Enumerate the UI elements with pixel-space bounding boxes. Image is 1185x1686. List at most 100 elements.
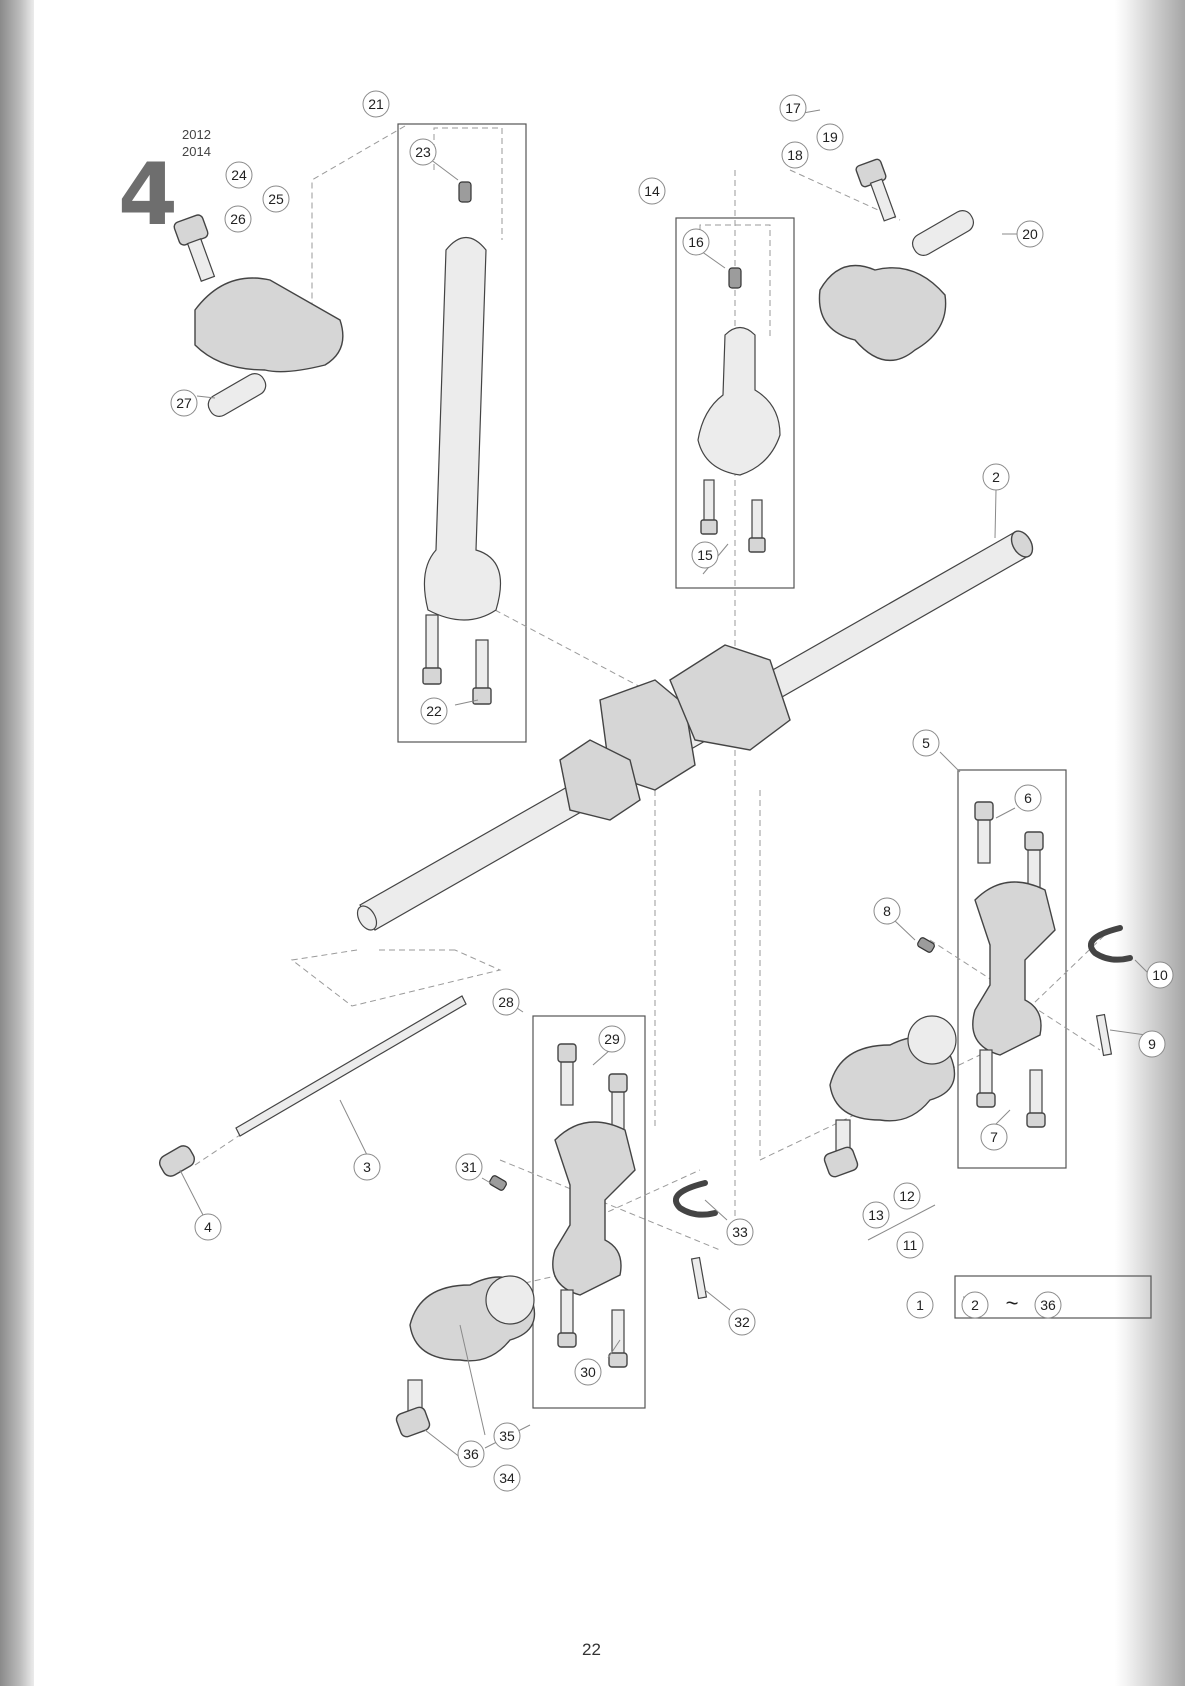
- coupling-body: [973, 882, 1055, 1055]
- callout-36: 36: [458, 1441, 484, 1467]
- bolt: [704, 480, 714, 522]
- bolt: [188, 239, 215, 281]
- bolt: [612, 1310, 624, 1355]
- rod-part: [157, 996, 466, 1179]
- bolt: [561, 1290, 573, 1335]
- callout-27: 27: [171, 390, 197, 416]
- callout-30: 30: [575, 1359, 601, 1385]
- set-screw: [459, 182, 471, 202]
- top-right-block: [819, 158, 977, 360]
- bolt-head: [558, 1044, 576, 1062]
- lower-joint-part: [395, 1044, 715, 1438]
- svg-text:31: 31: [461, 1159, 477, 1175]
- bolt: [476, 640, 488, 690]
- bolt-head: [749, 538, 765, 552]
- leader-line: [894, 920, 915, 940]
- callout-6: 6: [1015, 785, 1041, 811]
- bolt-head: [823, 1146, 859, 1179]
- svg-text:14: 14: [644, 183, 660, 199]
- svg-text:35: 35: [499, 1428, 515, 1444]
- svg-text:6: 6: [1024, 790, 1032, 806]
- svg-text:10: 10: [1152, 967, 1168, 983]
- small-arm-part: [698, 268, 780, 552]
- bolt-head: [609, 1074, 627, 1092]
- right-joint-part: [823, 802, 1130, 1178]
- callout-2: 2: [983, 464, 1009, 490]
- block-body: [195, 278, 343, 372]
- svg-text:12: 12: [899, 1188, 915, 1204]
- callout-14: 14: [639, 178, 665, 204]
- callout-17: 17: [780, 95, 806, 121]
- svg-text:8: 8: [883, 903, 891, 919]
- callout-4: 4: [195, 1214, 221, 1240]
- arm-body: [424, 238, 500, 621]
- bolt-head: [1025, 832, 1043, 850]
- svg-text:2: 2: [992, 469, 1000, 485]
- bolt-head: [975, 802, 993, 820]
- leader-line: [996, 808, 1015, 818]
- leader-line: [995, 490, 996, 538]
- bolt-head: [423, 668, 441, 684]
- bolt: [426, 615, 438, 670]
- ball: [908, 1016, 956, 1064]
- svg-text:34: 34: [499, 1470, 515, 1486]
- page-number: 22: [582, 1640, 601, 1660]
- callout-10: 10: [1147, 962, 1173, 988]
- svg-text:5: 5: [922, 735, 930, 751]
- main-arm-part: [423, 182, 501, 704]
- bolt-head: [173, 214, 209, 247]
- leader-line: [705, 1290, 730, 1310]
- callout-3: 3: [354, 1154, 380, 1180]
- callout-29: 29: [599, 1026, 625, 1052]
- callout-labels: 1 2 3 4 5 6 7: [171, 91, 1173, 1491]
- bolt-head: [1027, 1113, 1045, 1127]
- svg-text:36: 36: [463, 1446, 479, 1462]
- retaining-clip: [1091, 928, 1130, 960]
- svg-text:21: 21: [368, 96, 384, 112]
- set-screw: [729, 268, 741, 288]
- rod-body: [236, 996, 466, 1136]
- svg-text:30: 30: [580, 1364, 596, 1380]
- pin: [692, 1258, 707, 1299]
- assembly-reference: 2 ~ 36: [962, 1291, 1061, 1319]
- dash-line: [760, 790, 1110, 1160]
- svg-text:28: 28: [498, 994, 514, 1010]
- bolt-head: [977, 1093, 995, 1107]
- svg-text:4: 4: [204, 1219, 212, 1235]
- svg-text:13: 13: [868, 1207, 884, 1223]
- svg-text:15: 15: [697, 547, 713, 563]
- block-body: [819, 266, 945, 361]
- arm-body: [698, 328, 780, 476]
- callout-15: 15: [692, 542, 718, 568]
- callout-9: 9: [1139, 1031, 1165, 1057]
- callout-22: 22: [421, 698, 447, 724]
- svg-text:32: 32: [734, 1314, 750, 1330]
- svg-text:9: 9: [1148, 1036, 1156, 1052]
- top-left-block: [173, 214, 343, 420]
- assembly-range-start: 2: [971, 1297, 979, 1313]
- callout-31: 31: [456, 1154, 482, 1180]
- collar: [157, 1143, 197, 1179]
- bolt: [561, 1060, 573, 1105]
- pin: [909, 207, 977, 259]
- callout-21: 21: [363, 91, 389, 117]
- svg-text:23: 23: [415, 144, 431, 160]
- callout-35: 35: [494, 1423, 520, 1449]
- bolt-head: [609, 1353, 627, 1367]
- bolt: [978, 818, 990, 863]
- callout-11: 11: [897, 1232, 923, 1258]
- svg-text:7: 7: [990, 1129, 998, 1145]
- leader-line: [940, 752, 960, 772]
- assembly-range-separator: ~: [1006, 1291, 1019, 1316]
- callout-19: 19: [817, 124, 843, 150]
- frame-group: [398, 124, 1151, 1408]
- leader-line: [340, 1100, 367, 1155]
- svg-text:33: 33: [732, 1224, 748, 1240]
- set-screw: [917, 937, 936, 954]
- callout-23: 23: [410, 139, 436, 165]
- svg-text:26: 26: [230, 211, 246, 227]
- callout-18: 18: [782, 142, 808, 168]
- callout-34: 34: [494, 1465, 520, 1491]
